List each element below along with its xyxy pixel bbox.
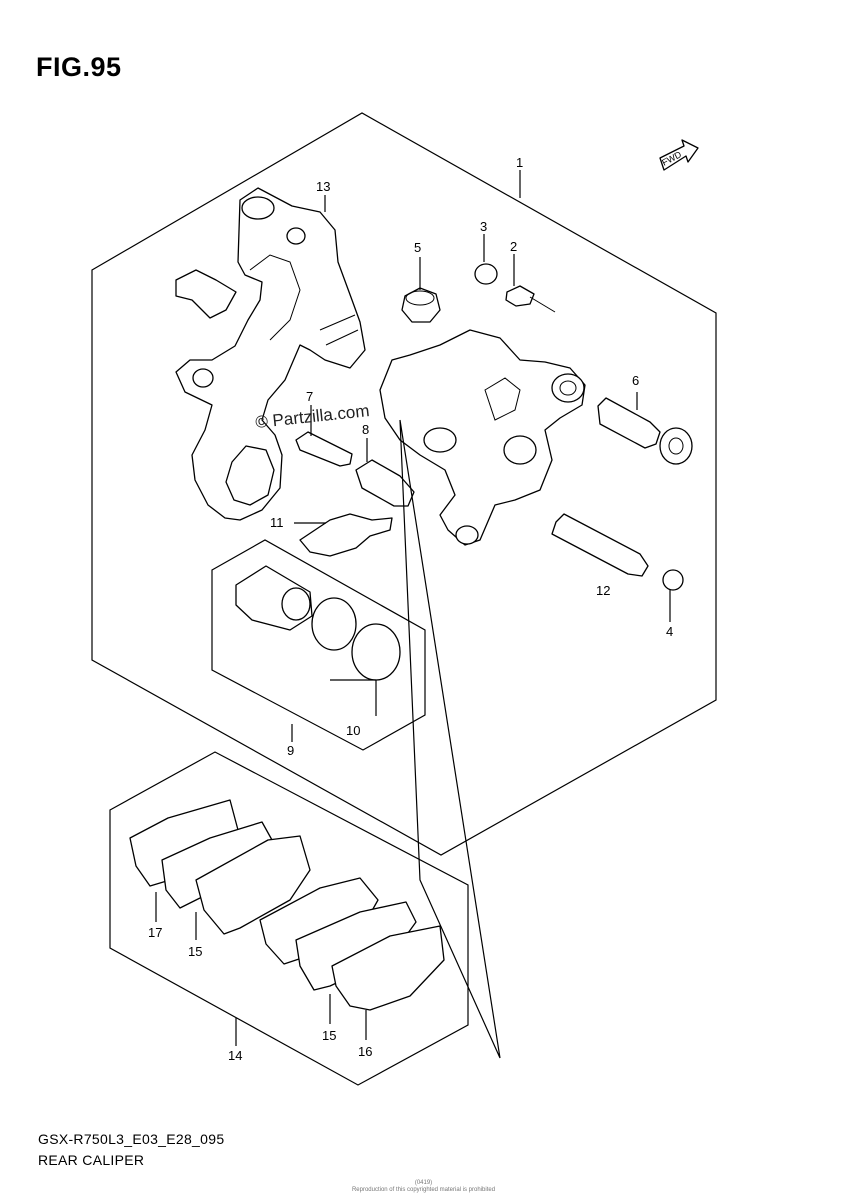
copyright-line-1: (0419) <box>414 1180 433 1186</box>
callout-9: 9 <box>287 743 294 758</box>
fwd-arrow-icon: FWD <box>659 139 699 171</box>
callout-6: 6 <box>632 373 639 388</box>
assembly-9-outline <box>211 539 426 751</box>
bleeder-cap-part-5 <box>401 287 441 323</box>
callout-7: 7 <box>306 389 313 404</box>
partzilla-watermark: © Partzilla.com <box>254 401 370 432</box>
callout-numbers: 1 2 3 4 5 6 7 8 9 10 11 12 13 14 15 15 1… <box>148 155 673 1063</box>
callout-12: 12 <box>596 583 610 598</box>
shim-part-16 <box>331 925 445 1011</box>
diagram-name: REAR CALIPER <box>38 1152 145 1168</box>
cap-part-3 <box>474 263 498 285</box>
caliper-body-part-1 <box>379 329 586 546</box>
callout-2: 2 <box>510 239 517 254</box>
callout-3: 3 <box>480 219 487 234</box>
callout-15-b: 15 <box>322 1028 336 1043</box>
slide-pin-part-7 <box>295 431 353 467</box>
callout-1: 1 <box>516 155 523 170</box>
callout-16: 16 <box>358 1044 372 1059</box>
callout-14: 14 <box>228 1048 242 1063</box>
callout-15-a: 15 <box>188 944 202 959</box>
pad-a <box>195 835 311 935</box>
slide-pin-part-6 <box>597 397 693 465</box>
callout-11: 11 <box>270 515 284 530</box>
pad-pin-part-12 <box>551 513 649 577</box>
boot-part-8 <box>355 459 415 507</box>
pad-spring-part-11 <box>299 513 393 557</box>
copyright-line-2: Reproduction of this copyrighted materia… <box>351 1187 496 1193</box>
caliper-bracket-part-13 <box>175 187 366 521</box>
callout-8: 8 <box>362 422 369 437</box>
bleeder-valve-part-2 <box>505 285 556 313</box>
brake-pad-set-part-14 <box>129 799 445 1011</box>
seal-ring-part-10 <box>311 597 357 651</box>
assembly-1-outline <box>91 112 717 856</box>
copyright-notice: (0419) Reproduction of this copyrighted … <box>0 1180 847 1194</box>
callout-4: 4 <box>666 624 673 639</box>
plug-part-4 <box>662 569 684 591</box>
diagram-code: GSX-R750L3_E03_E28_095 <box>38 1131 225 1147</box>
callout-5: 5 <box>414 240 421 255</box>
assembly-14-outline <box>109 751 469 1086</box>
callout-17: 17 <box>148 925 162 940</box>
piston-set-part-9 <box>235 565 401 681</box>
callout-13: 13 <box>316 179 330 194</box>
figure-title: FIG.95 <box>36 52 122 82</box>
callout-10: 10 <box>346 723 360 738</box>
leader-lines <box>155 170 671 1059</box>
